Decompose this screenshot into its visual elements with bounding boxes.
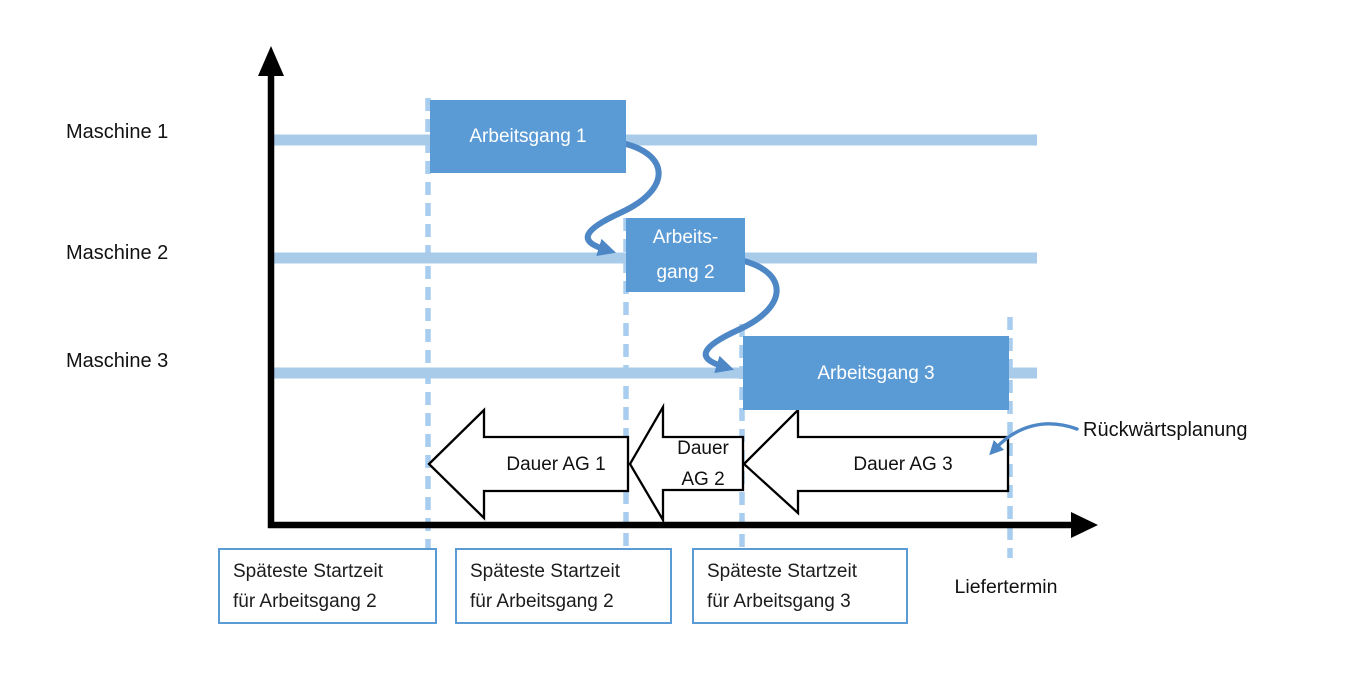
operation-box-arbeitsgang2: Arbeits- gang 2 [626,218,745,292]
operation-label: Arbeitsgang 1 [469,126,587,147]
operation-box-arbeitsgang3: Arbeitsgang 3 [743,336,1009,410]
liefertermin-label: Liefertermin [954,576,1058,598]
machine1-label: Maschine 1 [66,121,169,143]
operation-label: Arbeitsgang 3 [817,362,935,384]
start-label-line1: Späteste Startzeit [233,561,383,582]
operation-box-arbeitsgang1: Arbeitsgang 1 [430,100,626,173]
start-label-line2: für Arbeitsgang 2 [233,591,377,612]
duration-label-ag2: Dauer AG 2 [663,433,743,495]
duration-label-ag3: Dauer AG 3 [798,437,1008,491]
duration-arrow-ag3-shape [742,407,1010,516]
start-label-box-2: Späteste Startzeit für Arbeitsgang 2 [455,548,672,624]
duration-label-ag1: Dauer AG 1 [484,437,628,491]
start-label-line2: für Arbeitsgang 2 [470,591,614,612]
start-label-line1: Späteste Startzeit [707,561,857,582]
start-label-line1: Späteste Startzeit [470,561,620,582]
duration-text-line2: AG 2 [681,469,725,490]
operation-label-line2: gang 2 [656,262,715,283]
start-label-box-3: Späteste Startzeit für Arbeitsgang 3 [692,548,908,624]
flow-arrow-ag2-to-ag3 [702,258,780,374]
start-label-line2: für Arbeitsgang 3 [707,591,851,612]
annotation-arrow [989,422,1079,456]
x-axis-arrowhead-icon [1071,512,1098,538]
duration-text: Dauer AG 3 [853,453,953,475]
duration-text: Dauer AG 1 [506,453,606,475]
start-label-box-1: Späteste Startzeit für Arbeitsgang 2 [218,548,437,624]
duration-text-line1: Dauer [677,438,729,459]
flow-arrow-ag1-to-ag2 [584,141,662,257]
machine3-label: Maschine 3 [66,350,169,372]
rueckwaertsplanung-label: Rückwärtsplanung [1083,419,1248,441]
operation-label-line1: Arbeits- [652,227,719,248]
y-axis-arrowhead-icon [258,46,284,76]
duration-arrow-ag1-shape [427,407,630,521]
machine2-label: Maschine 2 [66,242,169,264]
